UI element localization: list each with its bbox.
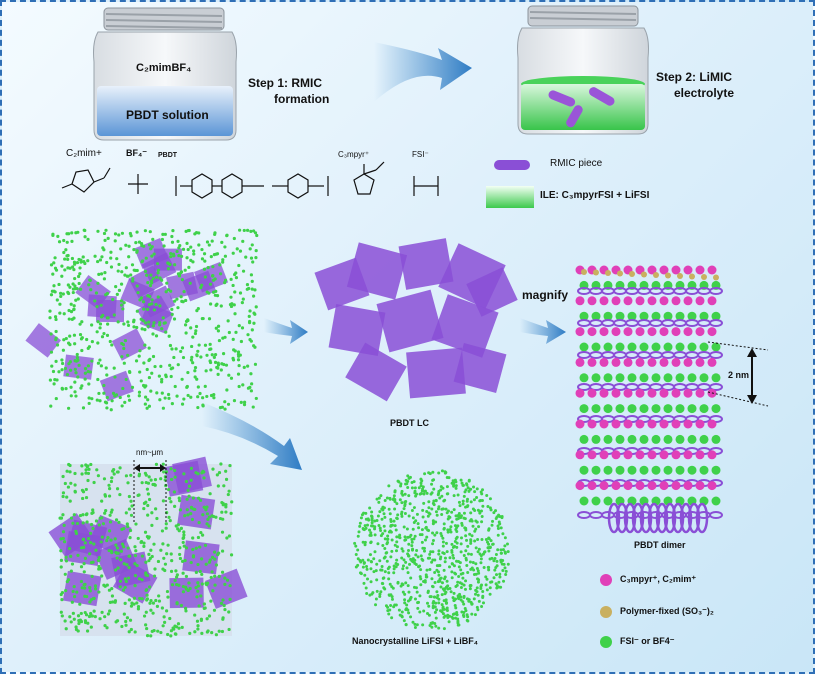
ile-swatch xyxy=(486,186,534,208)
nm-um-label: nm~μm xyxy=(136,448,164,457)
magnify-label: magnify xyxy=(522,288,569,302)
rmic-piece-label: RMIC piece xyxy=(550,158,603,169)
jar-limic-electrolyte xyxy=(517,5,649,135)
arrow-magnify xyxy=(520,318,566,344)
rmic-piece-swatch xyxy=(494,160,530,170)
cation-dot xyxy=(600,574,612,586)
anion-dot xyxy=(600,636,612,648)
arrow-to-lc xyxy=(264,318,308,344)
jar1-solution-label: PBDT solution xyxy=(126,108,209,122)
step1-line1: Step 1: RMIC xyxy=(248,76,323,90)
anion-legend-label: FSI⁻ or BF4⁻ xyxy=(620,636,675,646)
pbdt-dimer-helix xyxy=(607,502,709,534)
step2-line1: Step 2: LiMIC xyxy=(656,70,733,84)
two-nm-label: 2 nm xyxy=(728,370,750,380)
ile-label: ILE: C₃mpyrFSI + LiFSI xyxy=(540,190,650,201)
arrow-to-nanocrystal xyxy=(202,402,302,470)
polymer-dot xyxy=(600,606,612,618)
step1-line2: formation xyxy=(274,92,330,106)
cation-legend-label: C₃mpyr⁺, C₂mim⁺ xyxy=(620,574,697,584)
rmic-cube xyxy=(25,228,259,412)
pbdt-lc-blocks xyxy=(314,238,518,402)
nanocrystalline-label: Nanocrystalline LiFSI + LiBF₄ xyxy=(352,636,479,646)
c3mpyr-label: C₃mpyr⁺ xyxy=(338,150,370,159)
nanocrystalline-cloud xyxy=(353,469,510,631)
pbdt-lc-label: PBDT LC xyxy=(390,418,429,428)
step-arrow xyxy=(374,42,472,102)
step2-line2: electrolyte xyxy=(674,86,735,100)
polymer-legend-label: Polymer-fixed (SO₃⁻)₂ xyxy=(620,606,714,616)
c2mim-label: C₂mim+ xyxy=(66,148,102,159)
pbdt-dimer-label: PBDT dimer xyxy=(634,540,686,550)
pbdt-label: PBDT xyxy=(158,152,178,159)
bf4-label: BF₄⁻ xyxy=(126,148,148,158)
layered-stack xyxy=(575,265,723,519)
molecule-structures xyxy=(61,161,439,199)
jar1-label: C₂mimBF₄ xyxy=(136,62,192,74)
fsi-label: FSI⁻ xyxy=(412,150,429,159)
rmic-cross-section xyxy=(48,456,248,638)
jar-pbdt-solution xyxy=(93,7,237,141)
